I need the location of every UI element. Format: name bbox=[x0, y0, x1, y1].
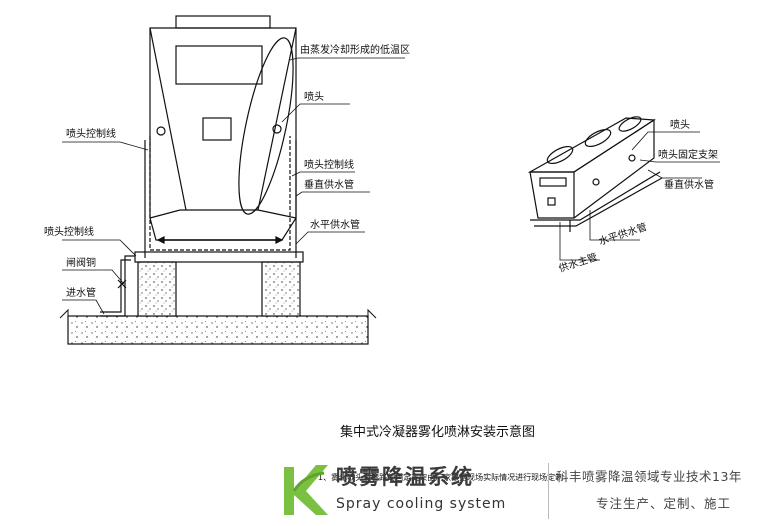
label-nozzle-control-line-b: 喷头控制线 bbox=[304, 158, 354, 171]
low-temp-zone bbox=[238, 37, 294, 215]
label-vertical-supply-pipe-right: 垂直供水管 bbox=[664, 178, 714, 191]
label-horizontal-supply-pipe-left: 水平供水管 bbox=[310, 218, 360, 231]
condenser-elevation bbox=[59, 15, 377, 345]
label-gate-valve: 闸阀铜 bbox=[66, 256, 96, 269]
condenser-fan-top bbox=[175, 15, 271, 29]
brand-bar: 喷雾降温系统 Spray cooling system 科丰喷雾降温领域专业技术… bbox=[270, 455, 777, 526]
label-nozzle-control-line-c: 喷头控制线 bbox=[44, 225, 94, 238]
label-nozzle-control-line-a: 喷头控制线 bbox=[66, 127, 116, 140]
brand-logo-icon bbox=[284, 465, 328, 515]
brand-name-en: Spray cooling system bbox=[336, 496, 507, 512]
label-nozzle-right-diagram: 喷头 bbox=[670, 119, 690, 131]
brand-slogan-1: 科丰喷雾降温领域专业技术13年 bbox=[556, 469, 742, 484]
foundation-left bbox=[137, 261, 177, 317]
label-horizontal-supply-pipe-right: 水平供水管 bbox=[597, 220, 649, 248]
label-nozzle-left-diagram: 喷头 bbox=[304, 91, 324, 103]
label-low-temp-zone: 由蒸发冷却形成的低温区 bbox=[300, 43, 410, 56]
nozzle-left bbox=[156, 126, 166, 136]
diagram-title: 集中式冷凝器雾化喷淋安装示意图 bbox=[340, 424, 535, 440]
brand-slogan-2: 专注生产、定制、施工 bbox=[596, 496, 732, 511]
gate-valve-symbol bbox=[117, 279, 127, 289]
foundation-right bbox=[261, 261, 301, 317]
brand-name-cn: 喷雾降温系统 bbox=[336, 465, 474, 489]
nozzle-right bbox=[272, 124, 282, 134]
brand-divider bbox=[548, 463, 549, 519]
diagram-note: 1、雾化喷头及管路的固定支架由厂家根据现场实际情况进行现场定制 bbox=[318, 472, 563, 482]
condenser-isometric bbox=[527, 116, 663, 232]
label-nozzle-bracket: 喷头固定支架 bbox=[658, 148, 718, 161]
ground-slab bbox=[67, 315, 369, 345]
label-vertical-supply-pipe-left: 垂直供水管 bbox=[304, 178, 354, 191]
label-inlet-pipe: 进水管 bbox=[66, 286, 96, 299]
label-main-supply-pipe: 供水主管 bbox=[557, 250, 599, 275]
